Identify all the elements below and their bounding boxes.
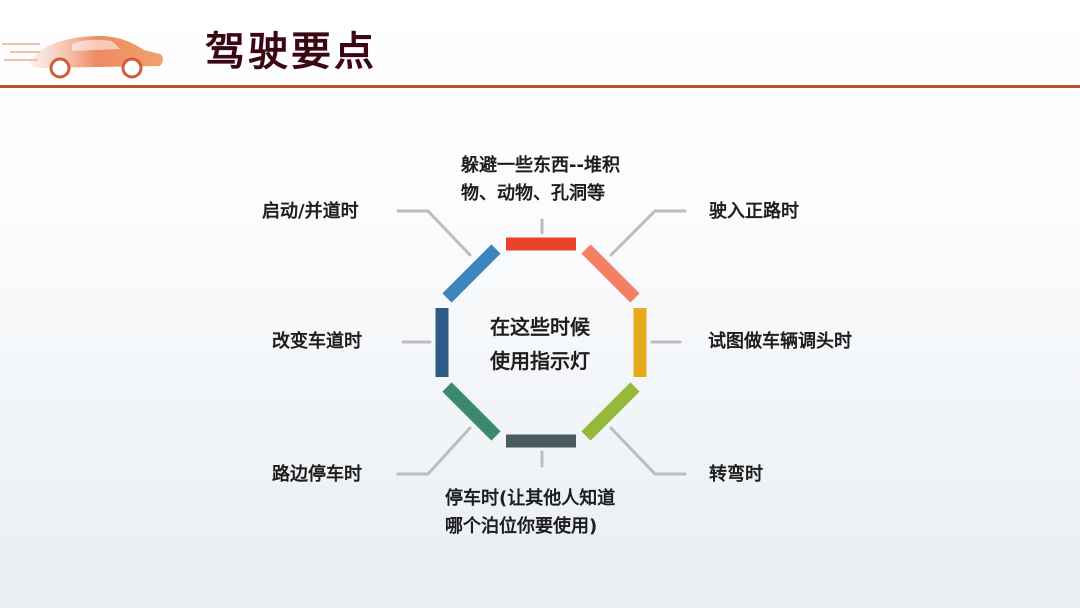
segment-top-left — [442, 244, 501, 303]
label-right: 试图做车辆调头时 — [708, 331, 852, 352]
segment-top-right — [581, 244, 640, 303]
slide-header: 驾驶要点 — [0, 0, 1080, 90]
center-caption-line-2: 使用指示灯 — [490, 349, 590, 373]
label-bottom: 停车时(让其他人知道 哪个泊位你要使用) — [445, 488, 616, 537]
center-caption-line-1: 在这些时候 — [490, 315, 590, 339]
label-bottom-right: 转弯时 — [709, 464, 763, 485]
label-left: 改变车道时 — [272, 331, 362, 352]
connector-bottom-right — [609, 426, 687, 476]
connector-bottom-left — [396, 426, 472, 476]
header-divider — [0, 85, 1080, 88]
label-top-right: 驶入正路时 — [709, 201, 799, 222]
label-top: 躲避一些东西--堆积 物、动物、孔洞等 — [461, 155, 620, 204]
label-top-left: 启动/并道时 — [262, 201, 359, 222]
segment-bottom-right — [581, 382, 640, 441]
slide-title: 驾驶要点 — [205, 28, 377, 75]
label-bottom-left: 路边停车时 — [272, 464, 362, 485]
connector-top-right — [609, 209, 687, 257]
segment-bottom-left — [442, 382, 501, 441]
center-caption: 在这些时候 使用指示灯 — [460, 310, 620, 378]
sports-car-icon — [2, 36, 163, 79]
connector-top-left — [396, 209, 472, 257]
